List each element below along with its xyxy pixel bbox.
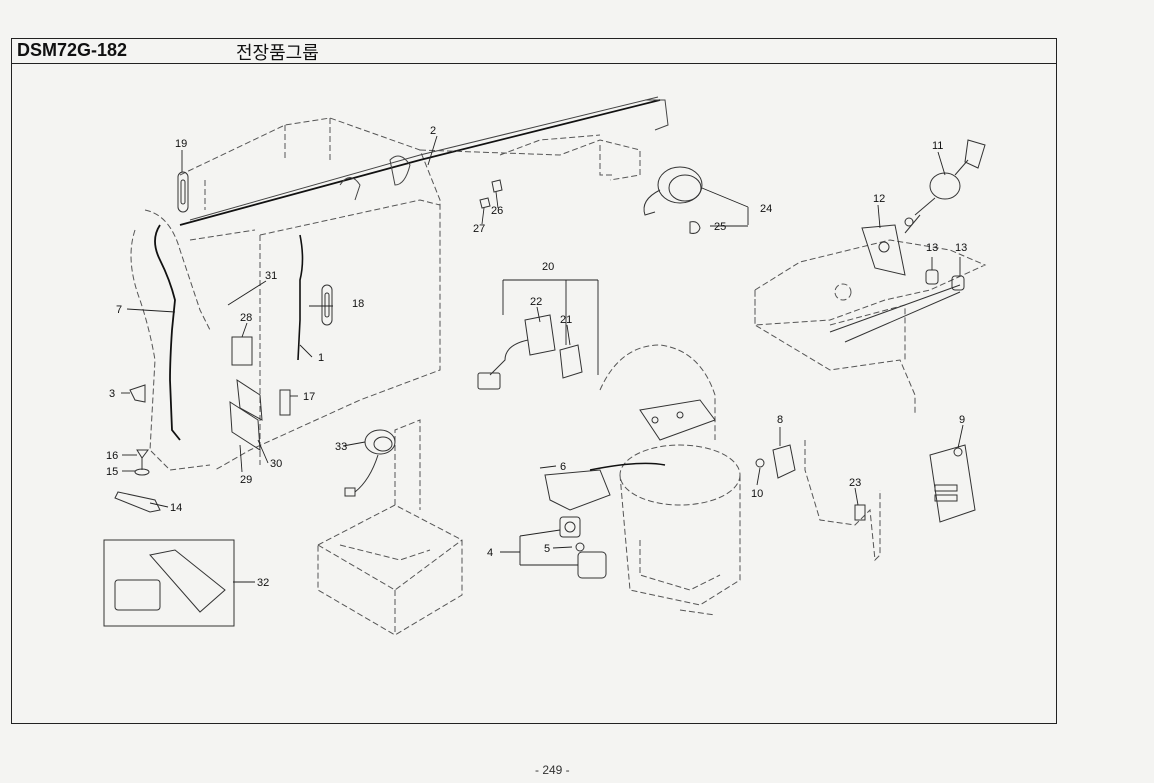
part-8-bracket	[755, 444, 796, 479]
part-27-nut	[479, 197, 491, 209]
part-30-bracket	[236, 379, 263, 421]
callout-13-b: 13	[955, 242, 967, 254]
swivel-detail	[639, 399, 716, 441]
part-26-nut	[491, 179, 503, 193]
callout-26: 26	[491, 205, 503, 217]
callout-30: 30	[270, 458, 282, 470]
callout-31: 31	[265, 270, 277, 282]
part-12-boot-plate	[861, 224, 906, 276]
callout-13-a: 13	[926, 242, 938, 254]
leader-lines	[121, 135, 964, 583]
group-title: 전장품그룹	[236, 43, 319, 64]
callout-8: 8	[777, 414, 783, 426]
callout-11: 11	[932, 140, 943, 152]
part-32-remote	[114, 549, 226, 613]
part-25-bulb	[689, 221, 701, 234]
callout-28: 28	[240, 312, 252, 324]
part-24-work-lamp	[643, 166, 703, 216]
callout-20: 20	[542, 261, 554, 273]
callout-33: 33	[335, 441, 347, 453]
callout-3: 3	[109, 388, 115, 400]
boom-arm-drawing	[154, 96, 669, 441]
page-number: - 249 -	[535, 763, 570, 777]
callout-24: 24	[760, 203, 772, 215]
part-9-box	[929, 444, 976, 523]
callout-1: 1	[318, 352, 324, 364]
callout-6: 6	[560, 461, 566, 473]
part-18-bracket	[321, 284, 333, 326]
diagram-frame: DSM72G-182 전장품그룹	[11, 38, 1057, 724]
callout-18: 18	[352, 298, 364, 310]
part-23-bolt	[854, 504, 866, 521]
callout-21: 21	[560, 314, 572, 326]
callout-32: 32	[257, 577, 269, 589]
callout-23: 23	[849, 477, 861, 489]
rear-frame-drawing	[419, 134, 641, 181]
part-19-bracket	[177, 171, 189, 213]
callout-12: 12	[873, 193, 885, 205]
battery-box-drawing	[317, 419, 463, 636]
part-6-clamp	[544, 462, 666, 511]
model-code: DSM72G-182	[17, 40, 128, 60]
callout-5: 5	[544, 543, 550, 555]
callout-7: 7	[116, 304, 122, 316]
rail-bars	[829, 214, 961, 343]
remote-inset-box	[103, 539, 235, 627]
machine-body-drawing	[130, 117, 441, 471]
callout-29: 29	[240, 474, 252, 486]
callout-22: 22	[530, 296, 542, 308]
callout-25: 25	[714, 221, 726, 233]
part-33-horn	[344, 429, 396, 497]
header-bar: DSM72G-182 전장품그룹	[12, 39, 1056, 64]
callout-27: 27	[473, 223, 485, 235]
callout-4: 4	[487, 547, 493, 559]
part-16-bolt	[136, 449, 149, 470]
callout-16: 16	[106, 450, 118, 462]
callout-9: 9	[959, 414, 965, 426]
callout-14: 14	[170, 502, 182, 514]
part-14-cable-lug	[114, 491, 161, 513]
callout-15: 15	[106, 466, 118, 478]
callout-19: 19	[175, 138, 187, 150]
callout-17: 17	[303, 391, 315, 403]
part-4-horn-switch	[559, 516, 607, 579]
side-plate-drawing	[804, 440, 881, 562]
swivel-unit-drawing	[599, 344, 741, 616]
part-3-clip	[129, 384, 146, 403]
part-11-joystick	[904, 139, 986, 227]
part-15-washer	[134, 468, 150, 476]
part-17-bolt	[279, 389, 291, 416]
callout-10: 10	[751, 488, 763, 500]
part-29-bracket	[229, 401, 261, 451]
part-22-switch	[477, 314, 556, 390]
operator-console-drawing	[754, 239, 987, 415]
part-28-plate	[231, 336, 253, 366]
callout-2: 2	[430, 125, 436, 137]
part-13-grommets	[925, 269, 965, 291]
part-21-bracket	[559, 344, 583, 379]
